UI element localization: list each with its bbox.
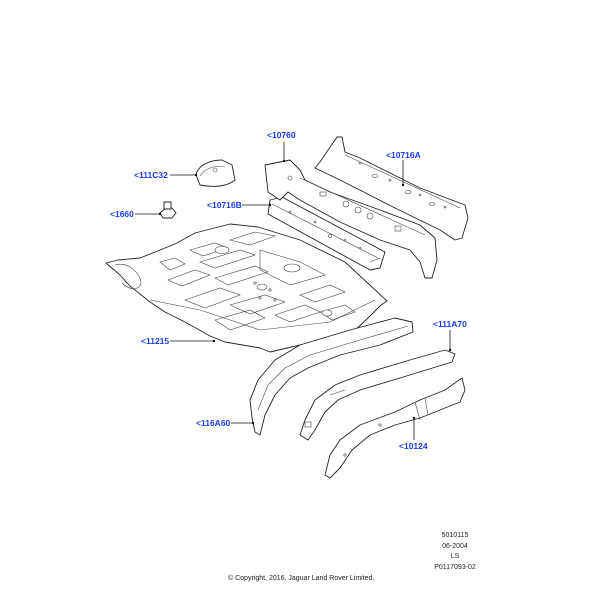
shield-part-111c32 [195, 159, 236, 187]
callout-1660[interactable]: <1660 [110, 209, 134, 219]
copyright-notice: © Copyright, 2016. Jaguar Land Rover Lim… [228, 575, 375, 582]
crossmember-part-10716b [267, 196, 386, 271]
side-member-part-10124 [324, 377, 466, 479]
side-member-part-116a60 [249, 317, 414, 436]
callout-10124[interactable]: <10124 [399, 441, 428, 451]
ref-code: LS [450, 553, 460, 560]
reference-block: 5010115 06-2004 LS P0117093-02 [410, 531, 500, 573]
floor-pan-part [105, 223, 388, 353]
fastener-part-1660 [159, 201, 177, 219]
callout-11215[interactable]: <11215 [141, 336, 170, 346]
callout-10760[interactable]: <10760 [267, 130, 296, 140]
ref-number: 5010115 [441, 532, 469, 539]
crossmember-part-10760 [264, 159, 438, 279]
rail-part-10716a [314, 136, 469, 241]
ref-date: 06-2004 [442, 542, 468, 550]
side-member-part-111a70 [299, 349, 456, 441]
callout-10716a[interactable]: <10716A [386, 150, 421, 160]
callout-111c32[interactable]: <111C32 [134, 170, 168, 180]
callout-116a60[interactable]: <116A60 [196, 418, 231, 428]
callout-10716b[interactable]: <10716B [207, 200, 242, 210]
leader-lines [135, 142, 452, 440]
callout-111a70[interactable]: <111A70 [433, 319, 467, 329]
ref-illustration-id: P0117093-02 [434, 563, 476, 571]
